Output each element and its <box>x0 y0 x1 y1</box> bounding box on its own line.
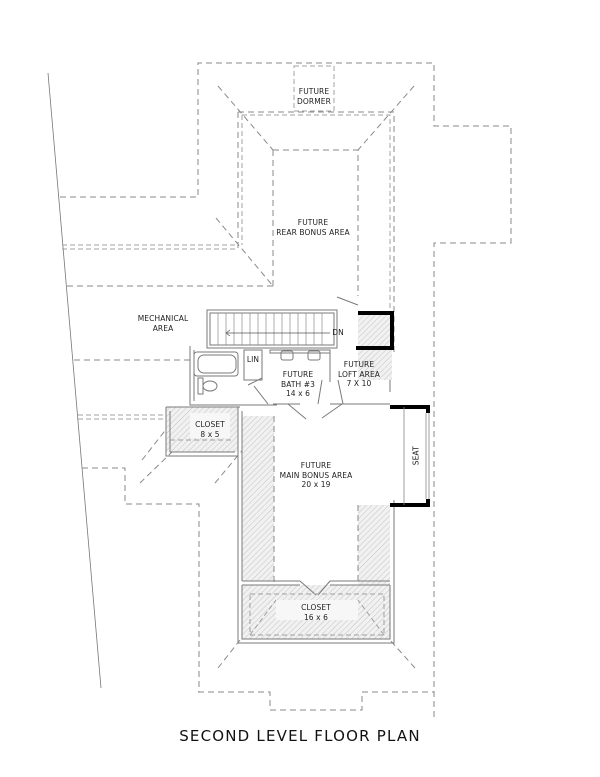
seat-bay <box>390 405 430 507</box>
roof-outline <box>60 62 512 720</box>
bath-block <box>189 346 344 406</box>
room-label-mechanical: MECHANICAL AREA <box>137 314 189 333</box>
main-bonus-walls <box>237 380 395 592</box>
room-label-linen: LIN <box>246 355 260 364</box>
property-line <box>47 72 102 689</box>
room-label-rear-bonus: FUTURE REAR BONUS AREA <box>276 218 350 237</box>
room-label-seat: SEAT <box>411 446 421 466</box>
room-label-bath3: FUTURE BATH #3 14 x 6 <box>280 370 316 398</box>
room-label-closet-small: CLOSET 8 x 5 <box>195 420 225 439</box>
large-closet <box>237 580 395 644</box>
plan-title: SECOND LEVEL FLOOR PLAN <box>179 727 421 745</box>
staircase <box>206 309 338 349</box>
small-closet <box>165 406 240 457</box>
stairs-down-label: DN <box>332 328 344 337</box>
room-label-loft: FUTURE LOFT AREA 7 X 10 <box>337 360 381 388</box>
room-label-main-bonus: FUTURE MAIN BONUS AREA 20 x 19 <box>279 461 353 489</box>
room-label-closet-large: CLOSET 16 x 6 <box>301 603 331 622</box>
room-label-dormer: FUTURE DORMER <box>297 87 331 106</box>
